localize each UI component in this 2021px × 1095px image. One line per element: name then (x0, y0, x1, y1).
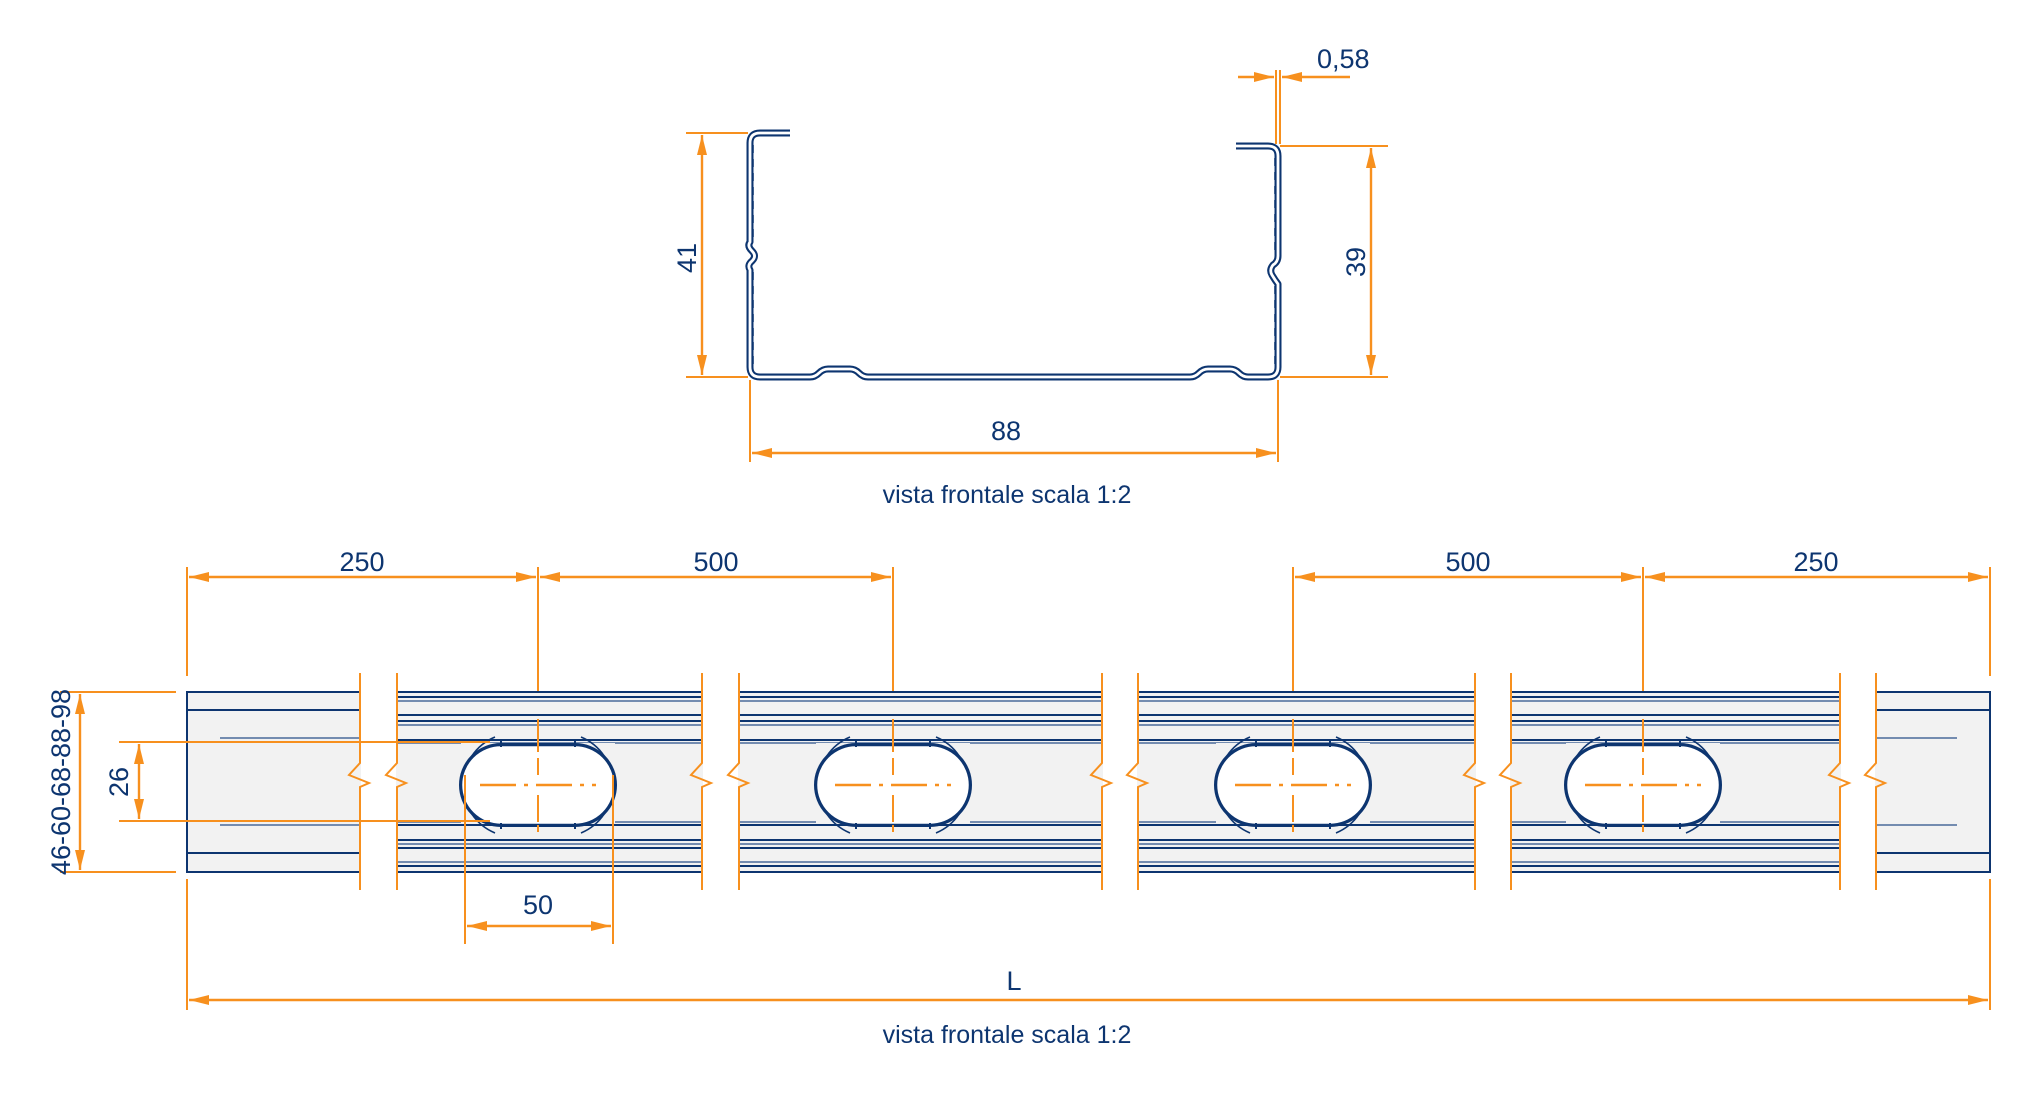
dimension-hole-height: 26 (104, 741, 490, 822)
c-profile-section (745, 129, 1282, 381)
break-mark (1089, 673, 1150, 890)
service-hole (1564, 719, 1722, 834)
dimension-hole-width: 50 (464, 775, 614, 944)
dimension-web-width: 88 (749, 380, 1279, 462)
section-view: 41 39 0,58 88 vista frontale scala 1:2 (672, 44, 1388, 509)
break-line (1863, 673, 1888, 890)
dimension-right-flange: 39 (1280, 145, 1388, 378)
break-line (347, 673, 372, 890)
hole-width-label: 50 (523, 890, 553, 920)
dimension-profile-height: 46-60-68-88-98 (46, 689, 176, 875)
dimension-length: L (186, 879, 1991, 1010)
dimension-thickness: 0,58 (1238, 44, 1370, 144)
front-view: 250 500 500 250 (46, 547, 1991, 1049)
service-hole (1214, 719, 1372, 834)
service-hole (814, 719, 972, 834)
break-line (1089, 673, 1114, 890)
service-hole (459, 719, 617, 834)
section-caption: vista frontale scala 1:2 (883, 481, 1132, 509)
break-line (1462, 673, 1487, 890)
break-line (689, 673, 714, 890)
break-line (384, 673, 409, 890)
break-line (726, 673, 751, 890)
break-mark (1827, 673, 1888, 890)
left-flange-label: 41 (672, 243, 702, 273)
spacing-left-label: 500 (693, 547, 738, 577)
break-marks (347, 673, 1888, 890)
break-mark (347, 673, 409, 890)
profile-heights-label: 46-60-68-88-98 (46, 689, 76, 875)
break-line (1827, 673, 1852, 890)
web-width-label: 88 (991, 416, 1021, 446)
right-flange-label: 39 (1341, 247, 1371, 277)
spacing-right-label: 500 (1445, 547, 1490, 577)
front-caption: vista frontale scala 1:2 (883, 1021, 1132, 1049)
break-line (1498, 673, 1523, 890)
last-offset-label: 250 (1793, 547, 1838, 577)
length-label: L (1006, 966, 1021, 996)
break-mark (689, 673, 751, 890)
hole-height-label: 26 (104, 767, 134, 797)
dimension-left-flange: 41 (672, 132, 748, 378)
first-offset-label: 250 (339, 547, 384, 577)
break-mark (1462, 673, 1523, 890)
dimension-chain-top: 250 500 500 250 (186, 547, 1991, 719)
thickness-label: 0,58 (1317, 44, 1370, 74)
break-line (1125, 673, 1150, 890)
service-holes (459, 719, 1722, 834)
